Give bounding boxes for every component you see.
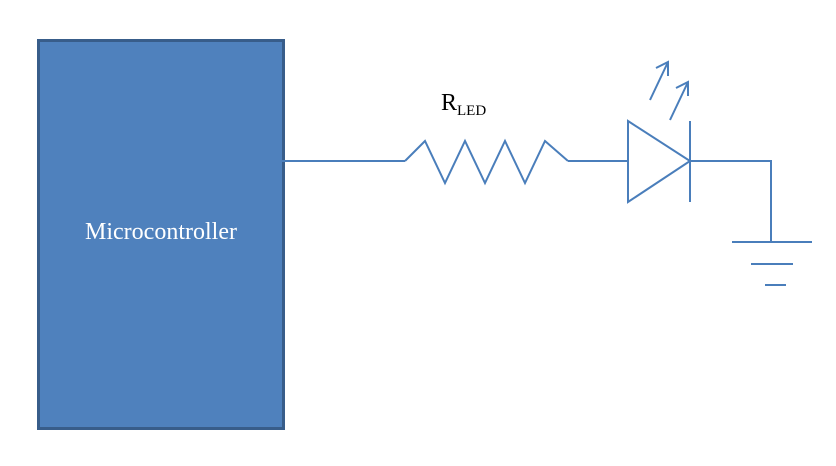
resistor-icon: [404, 138, 569, 186]
light-arrows-icon: [649, 60, 689, 121]
wire-led-to-ground: [690, 160, 772, 242]
led-icon: [627, 119, 692, 204]
ground-icon: [732, 241, 812, 286]
microcontroller-label: Microcontroller: [85, 218, 237, 245]
resistor-label: RLED: [441, 90, 487, 119]
resistor-symbol: R: [441, 90, 458, 116]
resistor-subscript: LED: [457, 103, 487, 119]
microcontroller-block: Microcontroller: [37, 39, 285, 430]
